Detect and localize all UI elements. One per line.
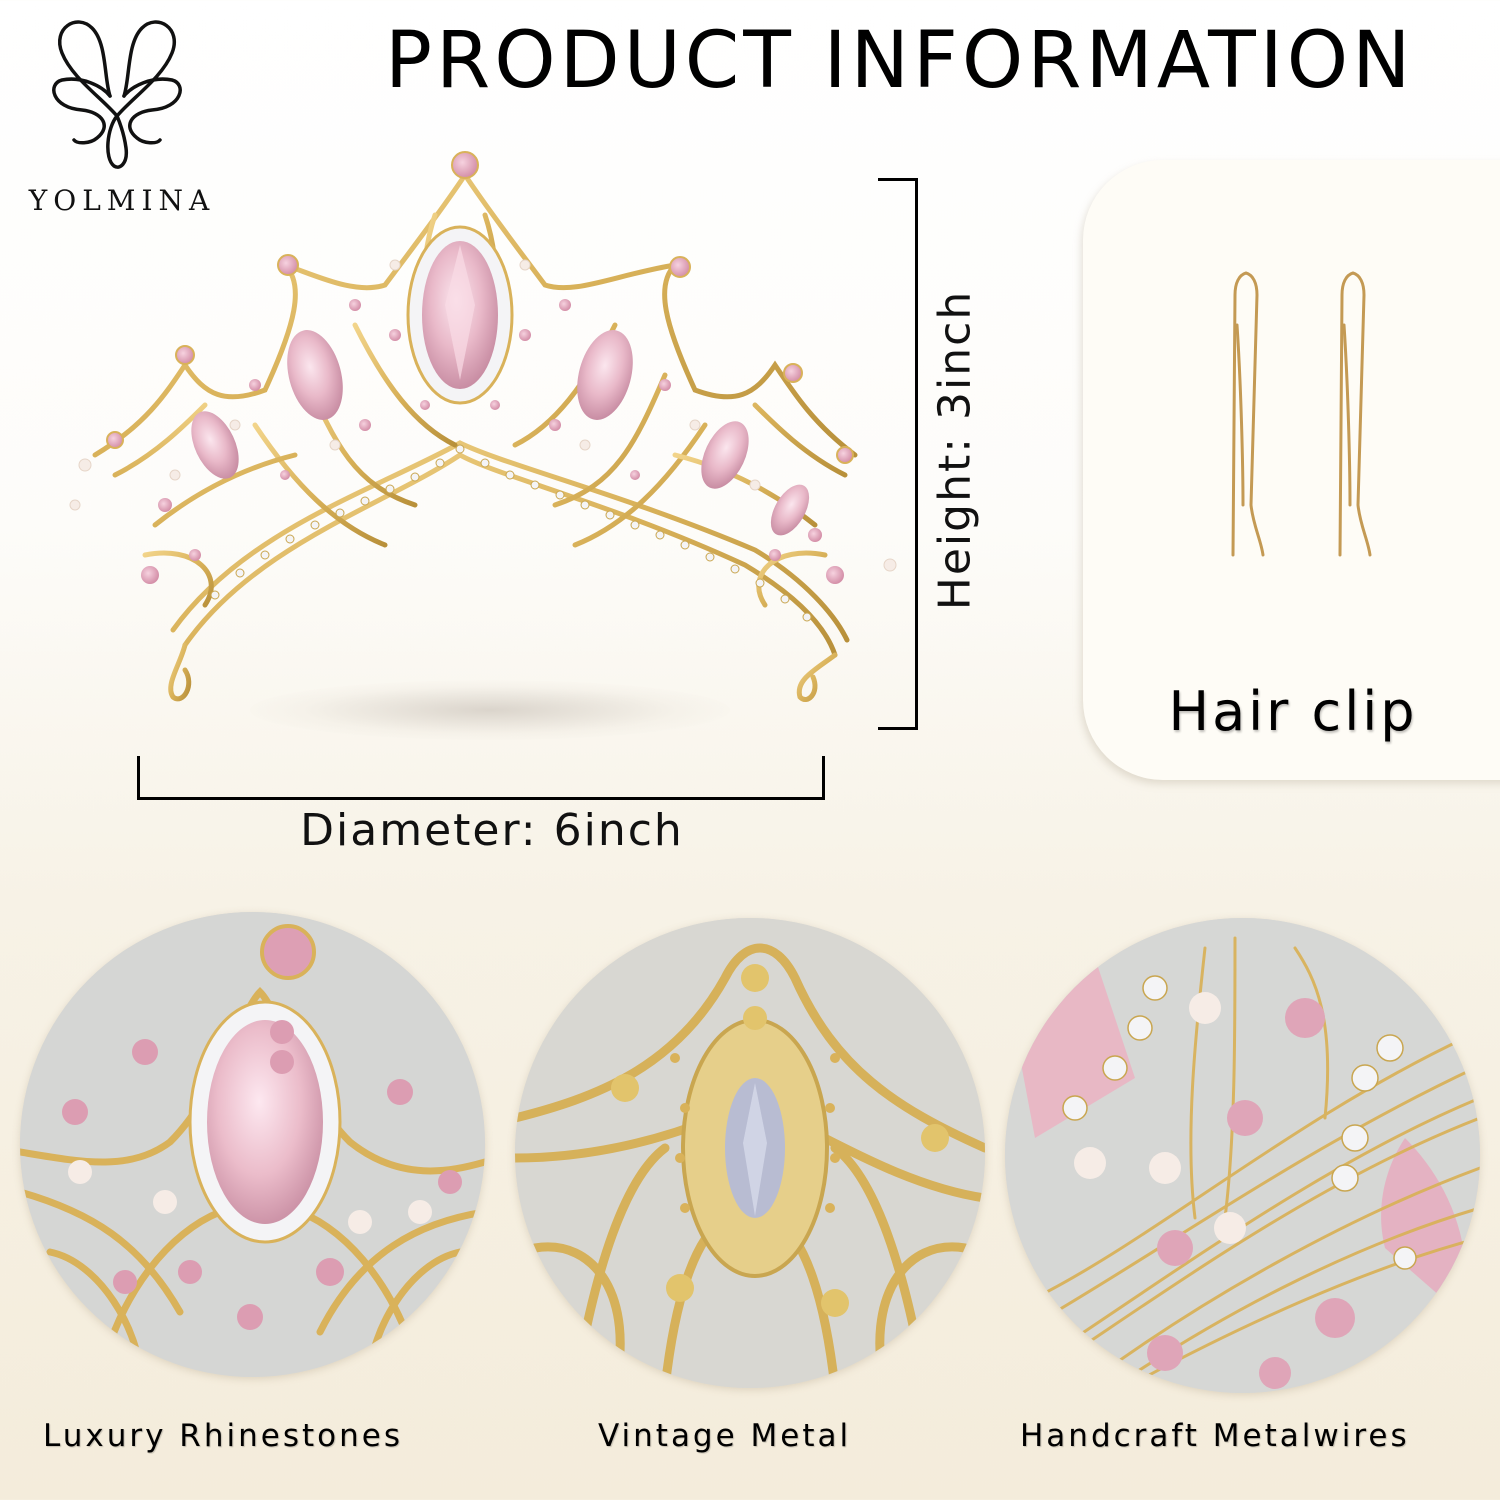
diameter-label: Diameter: 6inch <box>300 805 684 856</box>
center-marquise-gem <box>406 225 514 405</box>
height-dimension-bracket <box>878 178 918 730</box>
brand-name: YOLMINA <box>28 184 216 217</box>
flourish-monogram-icon <box>52 20 182 169</box>
brand-logo: YOLMINA <box>12 8 212 217</box>
feature-image-rhinestones <box>20 912 485 1377</box>
page-title: PRODUCT INFORMATION <box>385 16 1415 106</box>
feature-caption-vintage-metal: Vintage Metal <box>598 1418 852 1454</box>
feature-caption-metalwires: Handcraft Metalwires <box>1020 1418 1410 1454</box>
hair-clip-panel: Hair clip <box>1083 160 1500 780</box>
hair-clip-label: Hair clip <box>1168 680 1418 743</box>
diameter-dimension-bracket <box>137 756 825 800</box>
feature-image-vintage-metal <box>515 918 985 1388</box>
feature-caption-rhinestones: Luxury Rhinestones <box>43 1418 403 1454</box>
height-label: Height: 3inch <box>929 289 981 611</box>
bobby-pin-icon <box>1231 271 1372 557</box>
tiara-crown-image <box>55 125 915 745</box>
feature-image-metalwires <box>1005 918 1480 1393</box>
crown-shadow <box>250 680 730 740</box>
